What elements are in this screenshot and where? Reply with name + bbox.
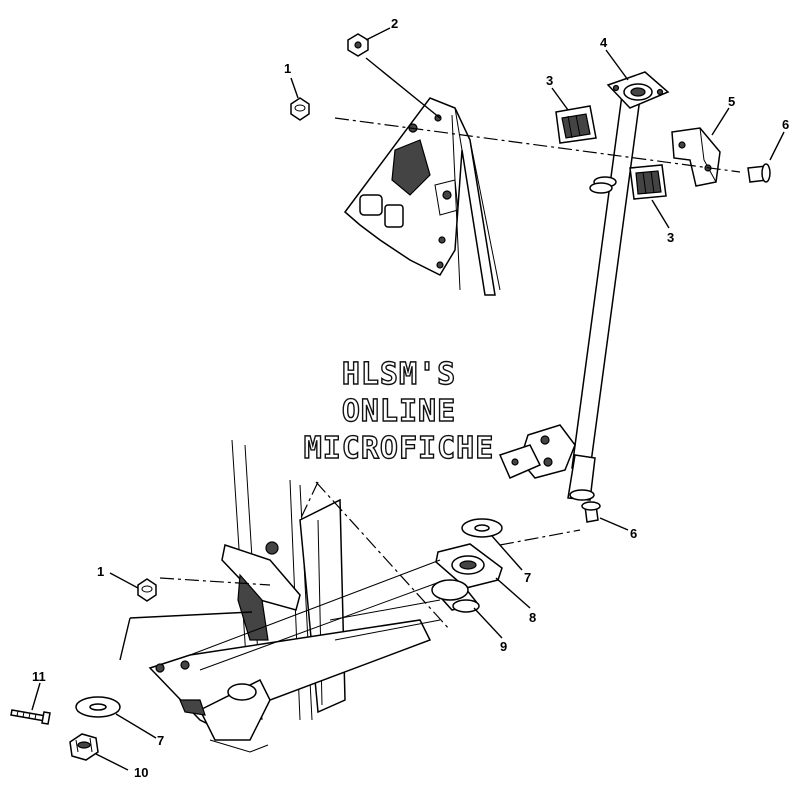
bolt-upper [747, 163, 771, 183]
callout-4: 4 [600, 35, 608, 50]
callout-7-left: 7 [157, 733, 164, 748]
steering-support-bracket [343, 97, 501, 296]
lower-frame-assembly [148, 439, 446, 753]
callout-labels: 1 2 3 4 5 6 3 6 1 7 8 9 11 7 10 [32, 16, 789, 780]
callout-8: 8 [529, 610, 536, 625]
callout-3-lower: 3 [667, 230, 674, 245]
column-top-flange [606, 71, 670, 109]
watermark-line-3: MICROFICHE [304, 431, 495, 466]
bearing-flange-plate [435, 543, 503, 589]
callout-11: 11 [32, 669, 46, 684]
steering-column-shaft [498, 94, 641, 501]
column-bushing-lower [629, 164, 667, 200]
long-bolt [10, 709, 51, 725]
column-bushing-upper [555, 105, 597, 144]
column-clamp-bracket [671, 127, 721, 187]
callout-3-upper: 3 [546, 73, 553, 88]
nut-upper-left [290, 97, 310, 121]
nut-top [347, 33, 369, 57]
washer-left [75, 696, 121, 718]
watermark-line-2: ONLINE [342, 394, 456, 429]
centerlines [159, 117, 741, 631]
callout-1-lower: 1 [97, 564, 104, 579]
callout-10: 10 [134, 765, 148, 780]
bolt-lower [581, 501, 601, 523]
callout-2: 2 [391, 16, 398, 31]
leader-lines [31, 27, 785, 771]
watermark: HLSM'S ONLINE MICROFICHE [303, 356, 495, 466]
washer-right [461, 518, 503, 538]
callout-6-upper: 6 [782, 117, 789, 132]
watermark-line-1: HLSM'S [342, 357, 456, 392]
nut-lower-left [137, 578, 157, 602]
callout-9: 9 [500, 639, 507, 654]
callout-1-upper: 1 [284, 61, 291, 76]
bearing-ring [431, 579, 480, 613]
callout-5: 5 [728, 94, 735, 109]
callout-6-lower: 6 [630, 526, 637, 541]
castle-nut [69, 733, 99, 761]
callout-7-right: 7 [524, 570, 531, 585]
